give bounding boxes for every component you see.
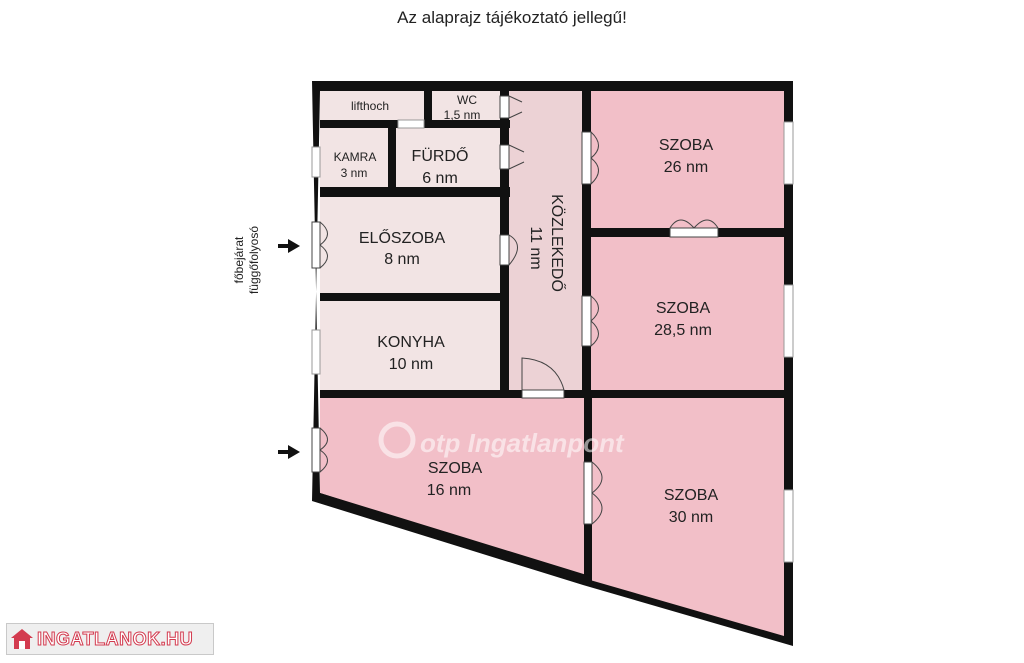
eloszoba-label: ELŐSZOBA	[359, 228, 446, 247]
kozlekedo-label: KÖZLEKEDŐ	[548, 194, 567, 292]
szoba-16-label: SZOBA	[428, 460, 483, 477]
konyha-label: KONYHA	[377, 334, 445, 351]
house-logo-icon	[7, 624, 37, 654]
room-konyha-fill	[320, 301, 500, 390]
wall-h-furdo-bottom	[320, 187, 510, 197]
wall-v-kamra	[388, 128, 396, 187]
furdo-label: FÜRDŐ	[412, 146, 469, 165]
door-szoba26	[581, 131, 599, 185]
szoba-26-label: SZOBA	[659, 137, 714, 154]
window-szoba30	[783, 489, 794, 563]
door-szoba16-entrance	[311, 427, 328, 473]
szoba-28-label: SZOBA	[656, 300, 711, 317]
windows	[311, 119, 794, 563]
szoba-30-area: 30 nm	[669, 509, 713, 526]
door-szoba26-szoba28	[669, 219, 719, 238]
window-szoba28	[783, 284, 794, 358]
window-szoba26	[783, 121, 794, 185]
konyha-area: 10 nm	[389, 356, 433, 373]
door-szoba28	[581, 295, 599, 347]
szoba-28-area: 28,5 nm	[654, 322, 712, 339]
kamra-area: 3 nm	[341, 166, 368, 180]
szoba-30-label: SZOBA	[664, 487, 719, 504]
door-szoba30	[583, 461, 603, 525]
window-lifthoch	[397, 119, 425, 129]
otp-watermark-text: otp Ingatlanpont	[420, 428, 625, 458]
arrow-main-entrance-icon	[278, 239, 300, 253]
room-szoba-26-fill	[590, 90, 784, 228]
room-kozlekedo-fill	[504, 90, 582, 390]
door-furdo	[499, 144, 525, 170]
ingatlanok-logo-text: INGATLANOK.HU	[36, 628, 194, 649]
szoba-26-area: 26 nm	[664, 159, 708, 176]
room-kamra-fill	[320, 128, 388, 187]
window-kamra	[311, 146, 321, 178]
ingatlanok-logo: INGATLANOK.HU	[6, 623, 214, 655]
entrance-label: főbejárat függőfolyosó	[229, 205, 265, 315]
wc-area: 1,5 nm	[444, 108, 481, 122]
szoba-16-area: 16 nm	[427, 482, 471, 499]
entrance-label-line1: főbejárat	[232, 236, 246, 283]
room-eloszoba-fill	[320, 197, 500, 293]
plan-disclaimer: Az alaprajz tájékoztató jellegű!	[397, 8, 627, 27]
kozlekedo-area: 11 nm	[527, 226, 544, 269]
doors	[311, 95, 719, 525]
room-furdo-fill	[396, 128, 504, 187]
entrance-arrows	[278, 239, 300, 459]
otp-watermark: otp Ingatlanpont	[378, 421, 625, 459]
wall-v-corridor	[582, 90, 591, 398]
wall-diagonal	[320, 493, 590, 586]
room-labels: lifthoch WC 1,5 nm KAMRA 3 nm FÜRDŐ 6 nm…	[334, 93, 719, 526]
eloszoba-area: 8 nm	[384, 251, 420, 268]
kamra-label: KAMRA	[334, 150, 377, 164]
entrance-label-line2: függőfolyosó	[247, 226, 261, 294]
wc-label: WC	[457, 93, 477, 107]
door-main-entrance	[311, 221, 328, 269]
room-fills	[320, 90, 784, 638]
window-konyha	[311, 329, 321, 375]
room-szoba-28-fill	[590, 237, 784, 390]
wall-v-lifthoch	[424, 90, 432, 120]
lifthoch-label: lifthoch	[351, 99, 389, 113]
room-wc-fill	[432, 90, 504, 120]
door-wc	[499, 95, 523, 119]
wall-h-eloszoba-bottom	[320, 293, 504, 301]
door-corridor-szoba16	[521, 357, 565, 399]
room-szoba-16-fill	[320, 398, 584, 578]
otp-logo-icon	[378, 421, 416, 459]
room-lifthoch-fill	[320, 90, 424, 120]
door-eloszoba-corridor	[499, 234, 518, 266]
arrow-szoba16-entrance-icon	[278, 445, 300, 459]
room-szoba-30-fill	[590, 398, 784, 638]
furdo-area: 6 nm	[422, 170, 458, 187]
